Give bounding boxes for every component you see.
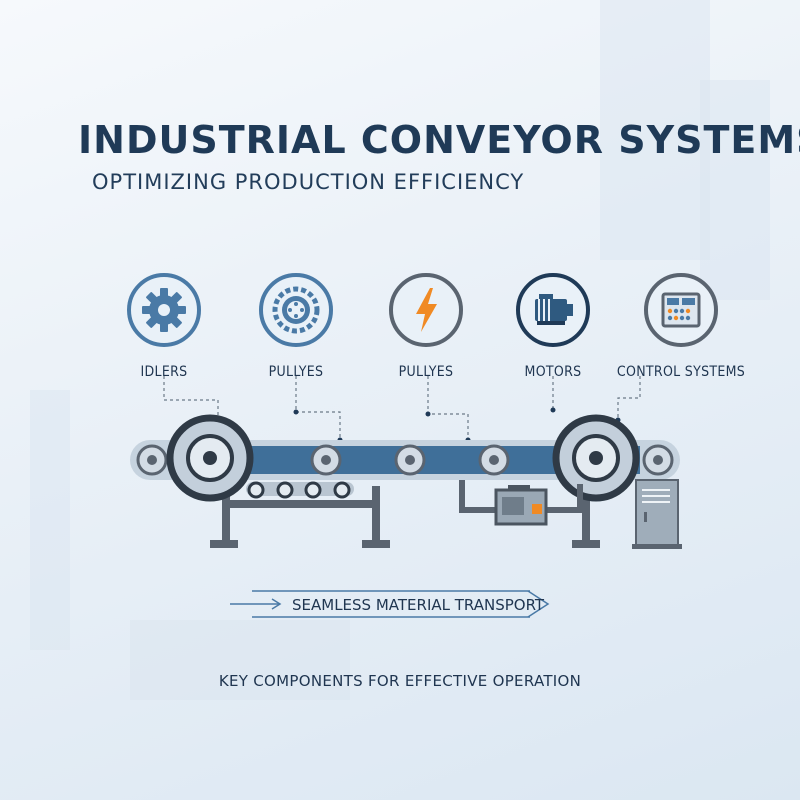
control-cabinet bbox=[632, 479, 682, 549]
component-label: IDLERS bbox=[140, 364, 188, 380]
component-idlers: IDLERS bbox=[94, 272, 234, 380]
component-label: MOTORS bbox=[524, 364, 582, 380]
background-shape bbox=[600, 0, 710, 260]
drive-drum-left bbox=[166, 414, 254, 502]
component-pulleys: PULLYES bbox=[226, 272, 366, 380]
conveyor-frame bbox=[210, 486, 600, 548]
return-rollers bbox=[246, 481, 354, 499]
page-title: INDUSTRIAL CONVEYOR SYSTEMS bbox=[78, 118, 800, 162]
pulley-icon bbox=[259, 273, 333, 347]
component-label: CONTROL SYSTEMS bbox=[616, 364, 746, 380]
lightning-icon bbox=[389, 273, 463, 347]
component-control-systems: CONTROL SYSTEMS bbox=[611, 272, 751, 380]
component-power: PULLYES bbox=[356, 272, 496, 380]
background-shape bbox=[30, 390, 70, 650]
component-label: PULLYES bbox=[398, 364, 454, 380]
flow-arrow bbox=[230, 590, 550, 618]
drive-drum-right bbox=[552, 414, 640, 502]
leader-lines bbox=[163, 376, 641, 440]
motor-unit bbox=[459, 480, 583, 526]
belt-rollers bbox=[136, 444, 674, 476]
motor-icon bbox=[516, 273, 590, 347]
page-subtitle: OPTIMIZING PRODUCTION EFFICIENCY bbox=[92, 170, 525, 194]
component-label: PULLYES bbox=[268, 364, 324, 380]
background-shape bbox=[130, 620, 350, 700]
footer-text: KEY COMPONENTS FOR EFFECTIVE OPERATION bbox=[218, 672, 582, 690]
component-motors: MOTORS bbox=[483, 272, 623, 380]
control-panel-icon bbox=[644, 273, 718, 347]
background-shape bbox=[700, 80, 770, 300]
flow-label: SEAMLESS MATERIAL TRANSPORT bbox=[292, 596, 545, 614]
gear-icon bbox=[127, 273, 201, 347]
